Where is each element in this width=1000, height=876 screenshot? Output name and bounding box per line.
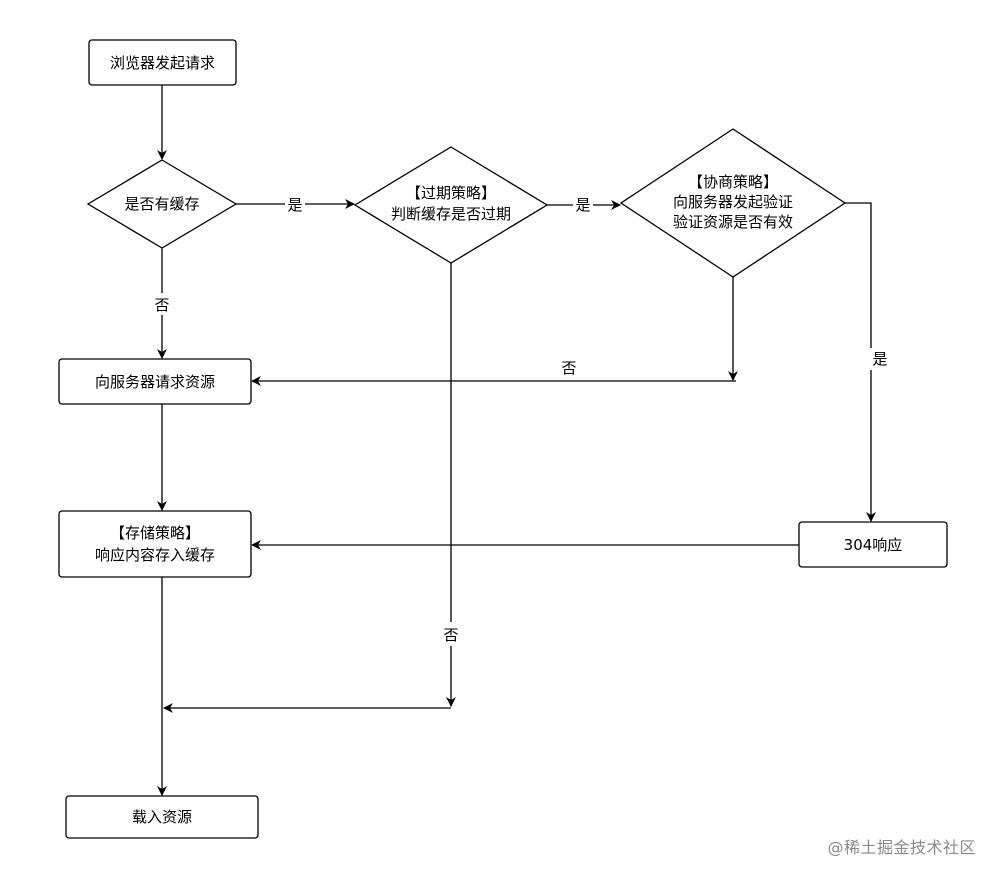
decision-expiry-policy-line: 判断缓存是否过期 xyxy=(391,205,511,223)
node-storage-title: 【存储策略】 xyxy=(110,524,200,542)
edge-label-expiry-yes: 是 xyxy=(575,196,590,214)
node-browser-request: 浏览器发起请求 xyxy=(88,39,237,86)
edge-label-negotiation-yes: 是 xyxy=(872,350,887,368)
node-storage-policy: 【存储策略】 响应内容存入缓存 xyxy=(58,510,252,578)
edge-label-negotiation-no: 否 xyxy=(561,359,576,377)
edge-label-has-cache-yes: 是 xyxy=(287,196,302,214)
edge-negotiation-yes xyxy=(845,202,876,522)
node-load-resource: 载入资源 xyxy=(65,795,259,839)
decision-negotiation-policy: 【协商策略】 向服务器发起验证 验证资源是否有效 xyxy=(619,128,847,278)
decision-expiry-policy: 【过期策略】 判断缓存是否过期 xyxy=(353,146,549,264)
decision-has-cache: 是否有缓存 xyxy=(86,159,238,249)
node-browser-request-label: 浏览器发起请求 xyxy=(110,54,215,72)
decision-negotiation-line2: 验证资源是否有效 xyxy=(673,213,793,231)
decision-has-cache-label: 是否有缓存 xyxy=(124,195,199,213)
node-load-resource-label: 载入资源 xyxy=(132,808,192,826)
node-304-response-label: 304响应 xyxy=(844,536,903,554)
node-304-response: 304响应 xyxy=(798,521,948,568)
decision-negotiation-title: 【协商策略】 xyxy=(688,173,778,191)
watermark: @稀土掘金技术社区 xyxy=(827,838,976,857)
decision-negotiation-line1: 向服务器发起验证 xyxy=(673,193,793,211)
decision-expiry-policy-title: 【过期策略】 xyxy=(406,184,496,202)
edge-label-expiry-no: 否 xyxy=(443,626,458,644)
node-request-server: 向服务器请求资源 xyxy=(58,358,252,405)
node-storage-line: 响应内容存入缓存 xyxy=(95,546,215,564)
node-request-server-label: 向服务器请求资源 xyxy=(95,373,215,391)
edge-label-has-cache-no: 否 xyxy=(154,296,169,314)
